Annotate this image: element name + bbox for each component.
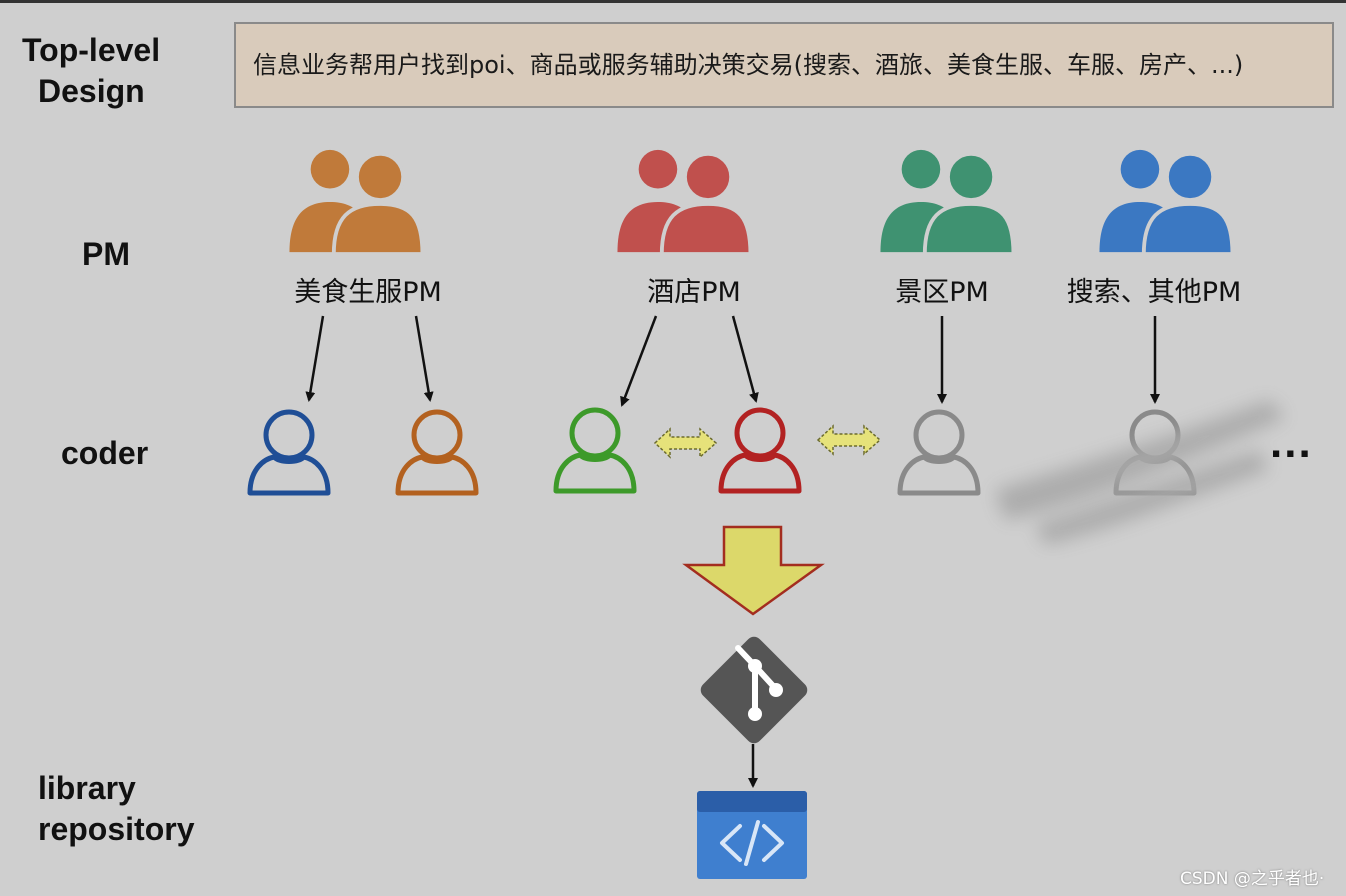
double-arrow-icon-1 — [653, 427, 718, 459]
row-label-coder: coder — [61, 435, 149, 471]
watermark: CSDN @之乎者也· — [1180, 869, 1325, 889]
arrow-food-coder-2 — [414, 315, 434, 402]
pm-group-icon-search — [1097, 148, 1235, 254]
merge-down-arrow-icon — [682, 525, 825, 616]
row-label-top-level: Top-level — [22, 32, 161, 68]
row-label-design: Design — [38, 73, 145, 109]
coder-icon-3 — [556, 410, 634, 491]
pm-label-hotel: 酒店PM — [647, 277, 741, 308]
code-repository-icon — [697, 791, 807, 879]
coder-icon-5 — [900, 412, 978, 493]
pm-group-icon-scenic — [878, 148, 1016, 254]
top-border — [0, 0, 1346, 3]
row-label-repository: repository — [38, 811, 195, 847]
row-label-pm: PM — [82, 236, 130, 272]
coder-icon-2 — [398, 412, 476, 493]
arrow-hotel-coder-1 — [620, 315, 658, 407]
row-label-top-level-design: Top-level Design — [22, 30, 160, 112]
pm-label-food: 美食生服PM — [294, 277, 442, 308]
pm-label-scenic: 景区PM — [895, 277, 989, 308]
git-logo-icon — [700, 636, 808, 744]
pm-to-coder-arrows — [305, 315, 1160, 407]
pm-group-icon-food — [287, 148, 425, 254]
row-label-library: library — [38, 770, 136, 806]
arrow-food-coder-1 — [305, 315, 325, 402]
top-level-design-text: 信息业务帮用户找到poi、商品或服务辅助决策交易(搜索、酒旅、美食生服、车服、房… — [253, 51, 1244, 79]
coder-icon-1 — [250, 412, 328, 493]
top-level-design-box: 信息业务帮用户找到poi、商品或服务辅助决策交易(搜索、酒旅、美食生服、车服、房… — [234, 22, 1334, 108]
pm-group-icon-hotel — [615, 148, 753, 254]
row-label-library-repository: library repository — [38, 768, 194, 850]
coder-icon-4 — [721, 410, 799, 491]
double-arrow-icon-2 — [816, 424, 882, 456]
more-coders-ellipsis: ... — [1270, 418, 1313, 467]
blur-smudge — [995, 400, 1285, 545]
arrow-hotel-coder-2 — [731, 315, 759, 403]
pm-label-search-other: 搜索、其他PM — [1066, 277, 1242, 308]
